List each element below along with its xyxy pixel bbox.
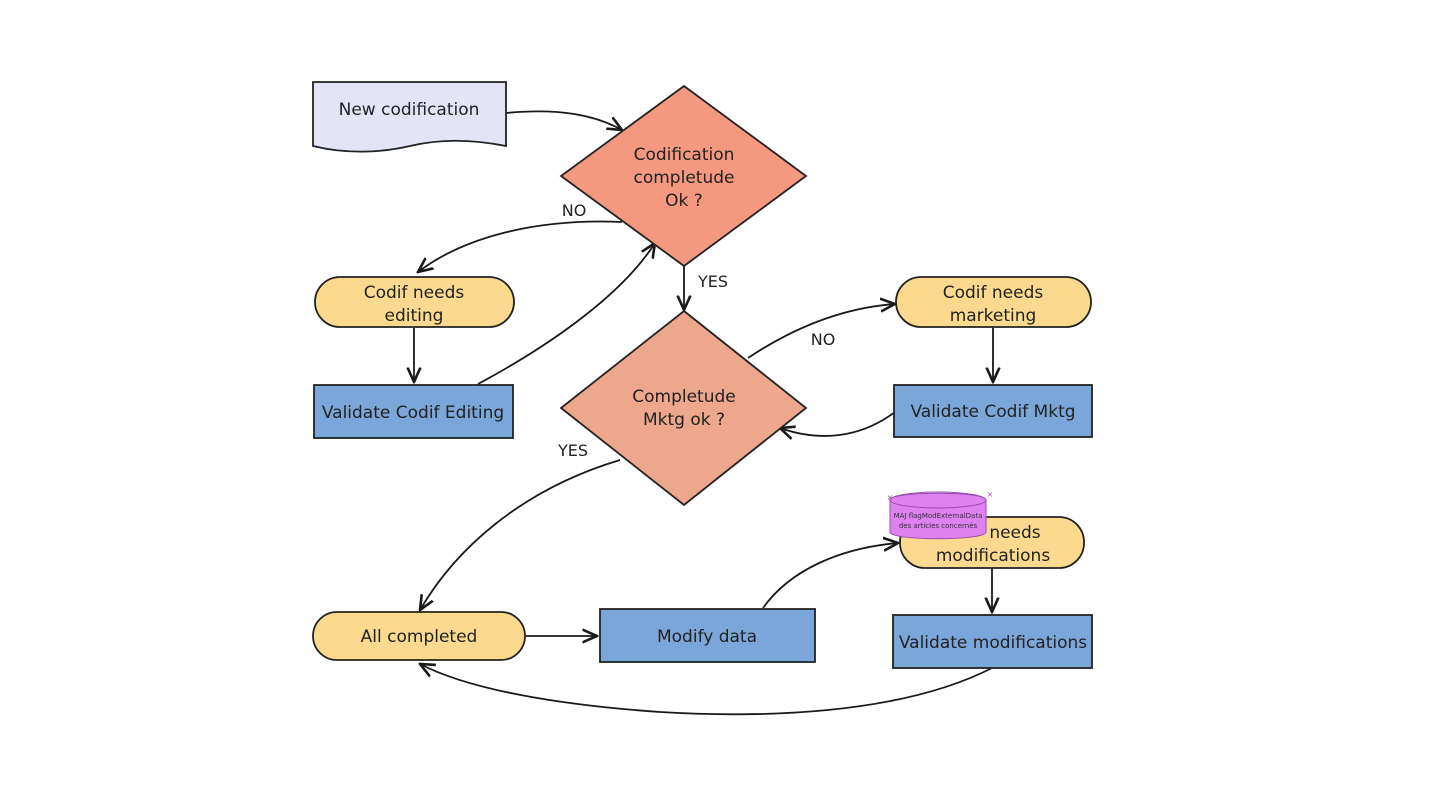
edge-decision-to-needs-editing-no	[418, 220, 623, 272]
decision-diamond	[559, 309, 808, 507]
edge-validate-modifications-to-all-completed	[420, 664, 993, 716]
edge-mktg-to-needs-marketing-no	[747, 304, 895, 359]
process-shape	[313, 384, 514, 439]
edge-label-yes-mktg: YES	[557, 441, 588, 460]
codif-needs-marketing-line2: marketing	[950, 306, 1037, 326]
decision-diamond	[559, 84, 808, 268]
selection-handle-left-icon[interactable]: ×	[887, 493, 894, 502]
process-shape	[893, 384, 1093, 438]
all-completed-label: All completed	[361, 627, 478, 647]
decision-completude-mktg[interactable]: Completude Mktg ok ?	[559, 309, 808, 507]
node-new-codification[interactable]: New codification	[312, 81, 507, 153]
edge-label-no-codification: NO	[562, 201, 587, 220]
decision-codification-line2: completude	[634, 168, 735, 188]
node-codif-needs-editing[interactable]: Codif needs editing	[314, 276, 515, 328]
selection-handle-right-icon[interactable]: ×	[987, 490, 994, 499]
terminal-shape	[895, 276, 1092, 328]
validate-codif-mktg-label: Validate Codif Mktg	[910, 402, 1075, 422]
decision-codification-completude[interactable]: Codification completude Ok ?	[559, 84, 808, 268]
edge-validate-mktg-to-mktg-decision	[780, 411, 896, 436]
validate-modifications-label: Validate modifications	[899, 633, 1087, 653]
decision-mktg-line1: Completude	[632, 387, 736, 407]
node-modify-data[interactable]: Modify data	[599, 608, 816, 663]
process-shape	[892, 614, 1093, 669]
edge-new-to-decision	[505, 110, 622, 130]
validate-codif-editing-label: Validate Codif Editing	[322, 403, 504, 423]
edge-mktg-to-all-completed-yes	[420, 459, 621, 610]
datastore-cylinder	[889, 492, 987, 540]
datastore-overlay[interactable]: MAJ flagModExternalData des articles con…	[887, 490, 994, 540]
codif-needs-modifications-line2: modifications	[936, 546, 1051, 566]
modify-data-label: Modify data	[657, 627, 757, 647]
terminal-shape	[312, 611, 526, 661]
codif-needs-editing-line1: Codif needs	[364, 283, 465, 303]
decision-mktg-line2: Mktg ok ?	[643, 410, 725, 430]
edge-validate-editing-to-decision	[477, 243, 655, 385]
datastore-cylinder-top	[889, 491, 987, 509]
decision-codification-line1: Codification	[634, 145, 735, 165]
process-shape	[599, 608, 816, 663]
datastore-line2: des articles concernés	[899, 522, 978, 530]
node-codif-needs-modifications[interactable]: needs modifications	[899, 516, 1085, 569]
node-validate-codif-editing[interactable]: Validate Codif Editing	[313, 384, 514, 439]
edge-label-yes-codification: YES	[697, 272, 728, 291]
node-codif-needs-marketing[interactable]: Codif needs marketing	[895, 276, 1092, 328]
edge-modify-to-needs-modifications	[762, 543, 898, 609]
datastore-line1: MAJ flagModExternalData	[894, 512, 983, 520]
decision-codification-line3: Ok ?	[665, 191, 703, 211]
codif-needs-editing-line2: editing	[385, 306, 444, 326]
edge-label-no-mktg: NO	[811, 330, 836, 349]
node-all-completed[interactable]: All completed	[312, 611, 526, 661]
node-validate-modifications[interactable]: Validate modifications	[892, 614, 1093, 669]
codif-needs-marketing-line1: Codif needs	[943, 283, 1044, 303]
document-shape	[312, 81, 507, 153]
codif-needs-modifications-line1: needs	[989, 523, 1040, 543]
new-codification-label: New codification	[339, 100, 480, 120]
terminal-shape	[314, 276, 515, 328]
node-validate-codif-mktg[interactable]: Validate Codif Mktg	[893, 384, 1093, 438]
